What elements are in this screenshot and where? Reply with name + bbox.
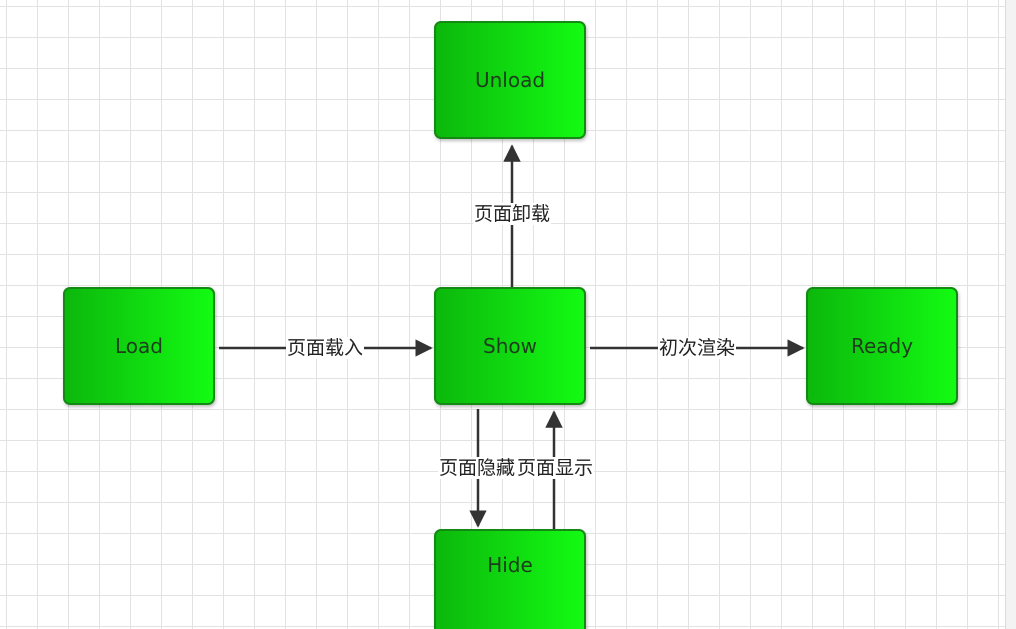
node-load-label: Load <box>115 334 163 358</box>
node-ready[interactable]: Ready <box>806 287 958 405</box>
node-load[interactable]: Load <box>63 287 215 405</box>
edge-label-show-to-ready: 初次渲染 <box>657 337 737 359</box>
canvas-scrollbar-edge <box>1005 0 1016 629</box>
node-unload-label: Unload <box>474 68 546 92</box>
edge-label-load-to-show: 页面载入 <box>285 337 365 359</box>
node-show[interactable]: Show <box>434 287 586 405</box>
node-show-label: Show <box>483 334 537 358</box>
node-hide-label: Hide <box>487 552 533 577</box>
edge-label-hide-to-show: 页面显示 <box>515 457 595 479</box>
node-unload[interactable]: Unload <box>434 21 586 139</box>
edge-label-show-to-hide: 页面隐藏 <box>437 457 517 479</box>
node-ready-label: Ready <box>850 334 914 358</box>
edge-label-show-to-unload: 页面卸载 <box>472 203 552 225</box>
node-hide[interactable]: Hide <box>434 529 586 629</box>
